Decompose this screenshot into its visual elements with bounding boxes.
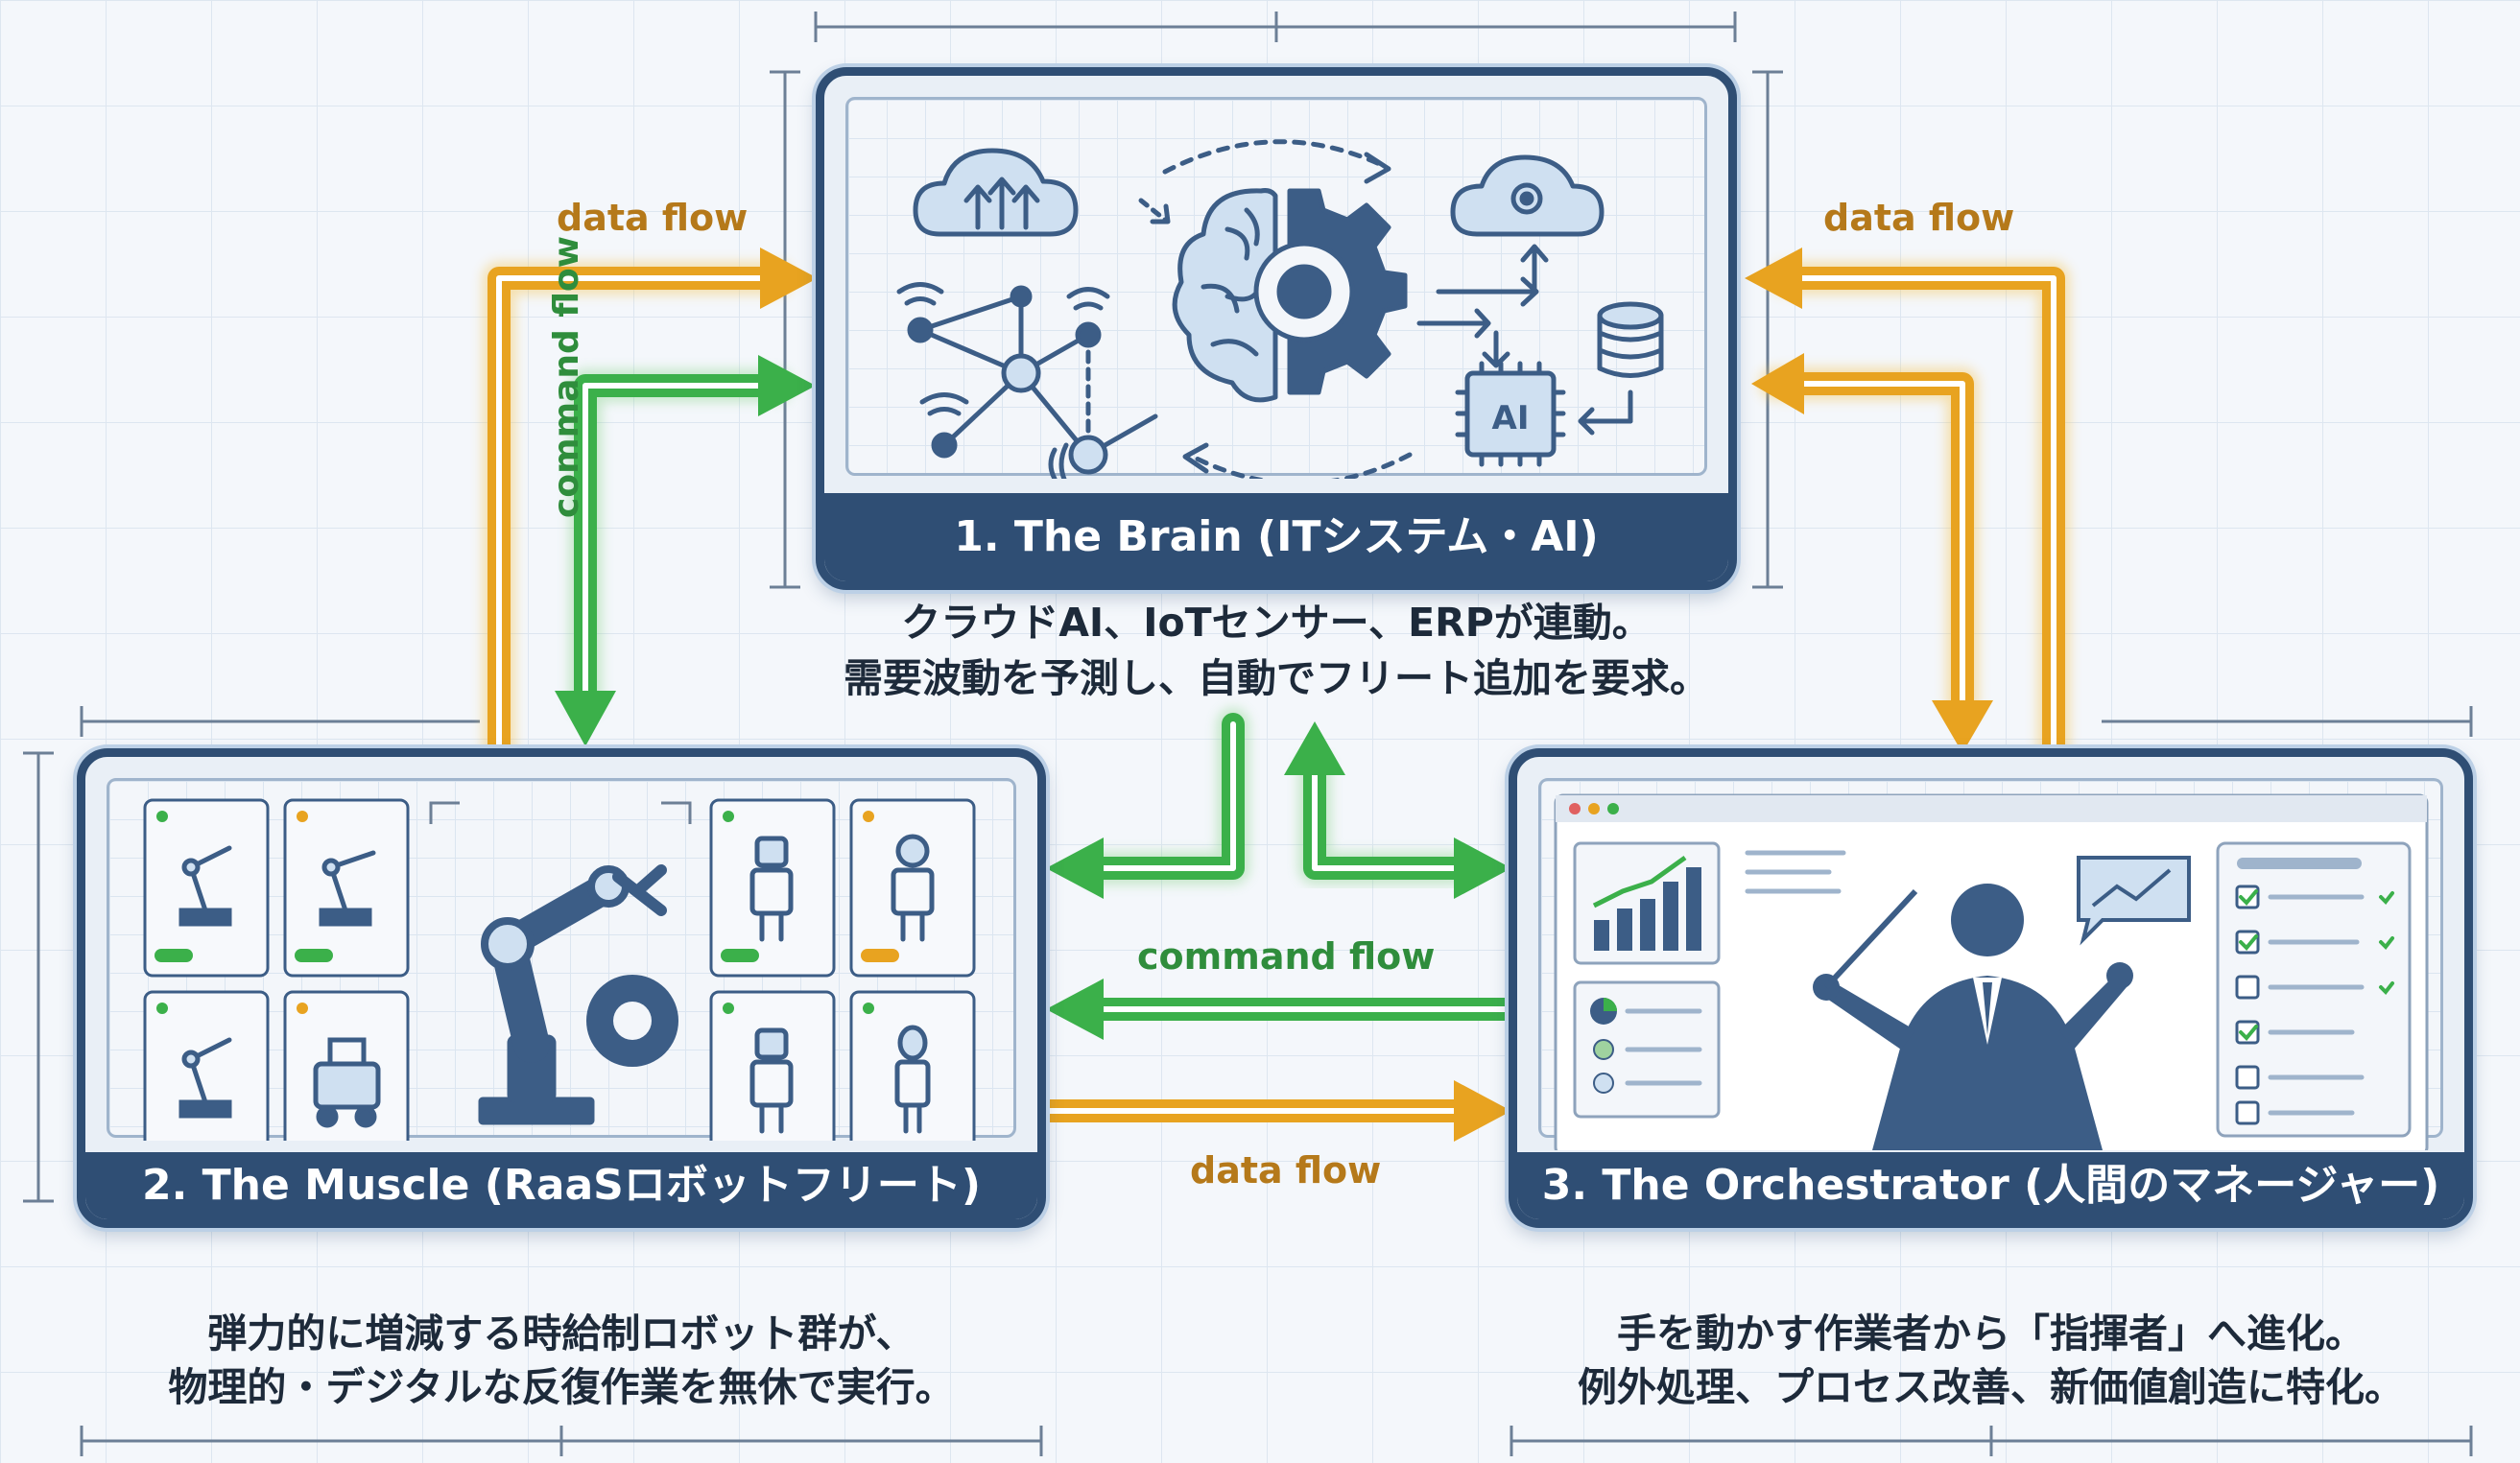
orchestrator-panel: 3. The Orchestrator (人間のマネージャー) — [1509, 748, 2473, 1228]
cloud-gear-icon — [1450, 154, 1605, 237]
conductor-silhouette-icon — [1813, 884, 2133, 1150]
command-flow-label-bottom: command flow — [1137, 935, 1436, 978]
muscle-description-line1: 弾力的に増減する時給制ロボット群が、 — [207, 1310, 915, 1357]
orchestrator-illustration — [1554, 793, 2429, 1150]
data-flow-label-right: data flow — [1823, 197, 2015, 239]
ai-chip-label: AI — [1492, 399, 1530, 437]
trend-bubble-icon — [2077, 856, 2191, 946]
gear-icon — [1253, 188, 1408, 395]
humanoid-robot-icon — [894, 1025, 931, 1134]
iot-network-icon — [896, 282, 1158, 479]
orchestrator-title: 3. The Orchestrator (人間のマネージャー) — [1517, 1152, 2464, 1219]
cycle-arrow-bottom — [1186, 452, 1413, 479]
dashboard-window — [1554, 793, 2429, 1150]
robot-arm-small-icon — [319, 850, 376, 927]
muscle-panel: 2. The Muscle (RaaSロボットフリート) — [77, 748, 1046, 1228]
brain-description: クラウドAI、IoTセンサー、ERPが連動。 需要波動を予測し、自動でフリート追… — [729, 595, 1823, 706]
robot-arm-small-icon — [178, 1037, 232, 1119]
data-flow-label-bottom: data flow — [1190, 1149, 1382, 1192]
bar-chart-widget — [1573, 841, 1721, 965]
focus-frame — [429, 801, 692, 824]
pie-list-widget — [1573, 980, 1721, 1119]
brain-icon — [1172, 188, 1278, 403]
brain-title: 1. The Brain (ITシステム・AI) — [824, 493, 1728, 581]
ai-chip-icon — [1455, 361, 1566, 467]
card-status-dots — [155, 811, 899, 1014]
orchestrator-description: 手を動かす作業者から「指揮者」へ進化。 例外処理、プロセス改善、新価値創造に特化… — [1509, 1307, 2473, 1414]
dimension-lines — [23, 12, 2473, 1456]
muscle-description: 弾力的に増減する時給制ロボット群が、 物理的・デジタルな反復作業を無休で実行。 — [77, 1307, 1046, 1414]
brain-panel: AI 1. The Brain (ITシステム・AI) — [816, 67, 1737, 590]
humanoid-robot-icon — [749, 1027, 794, 1134]
humanoid-robot-icon — [891, 834, 935, 942]
muscle-description-line2: 物理的・デジタルな反復作業を無休で実行。 — [168, 1364, 955, 1410]
command-flow-label-vertical: command flow — [547, 236, 586, 518]
brain-description-line1: クラウドAI、IoTセンサー、ERPが連動。 — [901, 600, 1652, 646]
task-checklist-widget — [2216, 841, 2412, 1138]
brain-description-line2: 需要波動を予測し、自動でフリート追加を要求。 — [844, 655, 1709, 701]
muscle-title: 2. The Muscle (RaaSロボットフリート) — [85, 1152, 1037, 1219]
orchestrator-description-line1: 手を動かす作業者から「指揮者」へ進化。 — [1617, 1310, 2365, 1357]
mobile-robot-icon — [313, 1037, 381, 1128]
database-icon — [1597, 301, 1664, 378]
robot-arm-small-icon — [178, 845, 232, 927]
gear-icon — [586, 975, 678, 1067]
robot-cards — [143, 798, 976, 1141]
industrial-robot-arm-icon — [478, 864, 667, 1125]
orchestrator-description-line2: 例外処理、プロセス改善、新価値創造に特化。 — [1578, 1364, 2404, 1410]
brain-illustration: AI — [896, 139, 1664, 479]
humanoid-robot-icon — [749, 836, 794, 942]
robot-fleet-illustration — [143, 798, 976, 1141]
cycle-arrow-top — [1162, 139, 1389, 175]
data-flow-label-left: data flow — [557, 197, 749, 239]
cloud-upload-icon — [913, 148, 1079, 237]
